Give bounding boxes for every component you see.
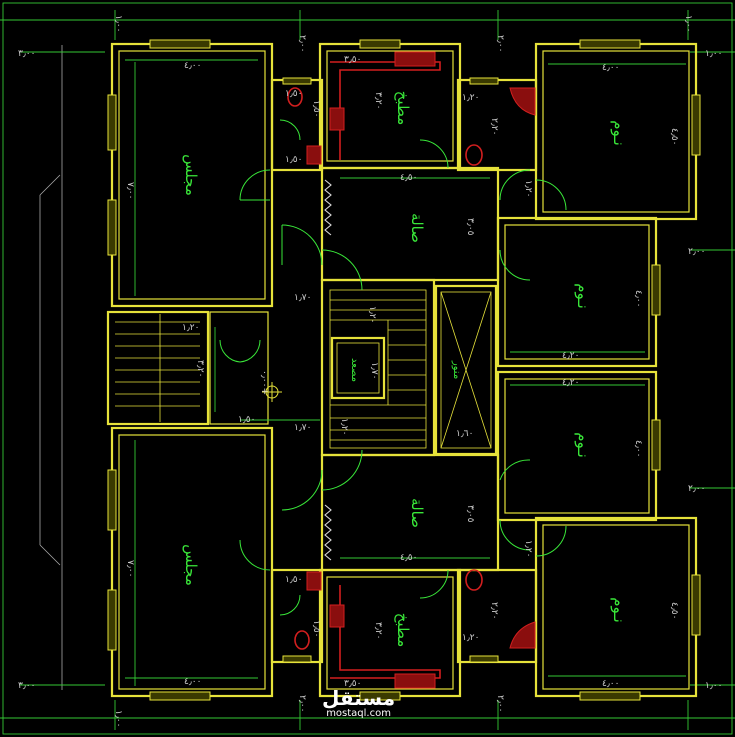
dim-label: ١٫٥٠ xyxy=(285,575,302,585)
dim-label: ١٫٧٠ xyxy=(369,362,379,379)
room-label-majlis-top: مجلس xyxy=(182,154,200,196)
dim-label: ٢٫٠٠ xyxy=(297,695,307,712)
room-label-shaft: منور xyxy=(451,360,462,379)
watermark: مستقل mostaql.com xyxy=(322,688,395,720)
dim-label: ٤٫٥٠ xyxy=(669,602,679,619)
dim-label: ٢٫٠٠ xyxy=(688,484,705,494)
dim-label: ٤٫٠٠ xyxy=(602,63,619,73)
kitchen-fixtures xyxy=(329,51,441,689)
room-label-bedroom-3: نـوم xyxy=(574,432,592,458)
dim-label: ٤٫٢٠ xyxy=(562,378,579,388)
room-label-hall-top: صالة xyxy=(408,213,426,243)
dim-label: ١٫٥٠ xyxy=(311,620,321,637)
dim-label: ٢٫٢٠ xyxy=(489,118,499,135)
dim-label: ٠٫٠٠+ xyxy=(259,370,269,395)
dim-label: ١٫٠٠ xyxy=(113,710,123,727)
dim-label: ٣٫٠٥ xyxy=(465,218,475,236)
dim-label: ١٫٥٠ xyxy=(311,100,321,117)
dim-label: ٢٫٠٠ xyxy=(495,35,505,52)
dim-label: ١٫٥٠ xyxy=(238,415,255,425)
dim-label: ٤٫٥٠ xyxy=(400,173,417,183)
dim-label: ٣٫٠٥ xyxy=(465,505,475,523)
dim-label: ٧٫٠٠ xyxy=(125,182,135,199)
dim-label: ٣٫٢٠ xyxy=(373,92,383,109)
dim-label: ٤٫٥٠ xyxy=(669,128,679,145)
walls-bottom xyxy=(110,370,698,698)
dim-label: ٤٫٠٠ xyxy=(602,679,619,689)
room-label-bedroom-2: نـوم xyxy=(574,283,592,309)
windows xyxy=(107,39,701,701)
dim-label: ١٫٢٠ xyxy=(339,418,349,435)
dim-label: ١٫٧٠ xyxy=(294,293,311,303)
stair-treads xyxy=(115,299,426,441)
dim-label: ١٫٠٠ xyxy=(113,15,123,32)
dim-label: ٢٫٢٠ xyxy=(489,602,499,619)
dim-label: ١٫٢٠ xyxy=(462,633,479,643)
dim-label: ٢٫٠٠ xyxy=(495,695,505,712)
dim-label: ١٫٦٠ xyxy=(456,429,473,439)
dim-label: ١٫٠٠ xyxy=(683,15,693,32)
dimension-labels: ٣٫٠٠ ١٫٠٠ ٢٫٠٠ ٢٫٠٠ ١٫٠٠ ١٫٠٠ ٣٫٠٠ ١٫٠٠ … xyxy=(18,15,722,727)
watermark-latin: mostaql.com xyxy=(326,708,391,719)
dim-label: ١٫٢٠ xyxy=(182,323,199,333)
dim-label: ٢٫٠٠ xyxy=(297,35,307,52)
sanitary-fixtures xyxy=(287,87,536,650)
room-label-bedroom-4: نـوم xyxy=(610,597,628,623)
dim-label: ١٫٢٠ xyxy=(523,540,533,557)
dim-label: ١٫٢٠ xyxy=(462,93,479,103)
axis-ticks xyxy=(114,10,735,730)
dim-label: ٤٫٠٠ xyxy=(184,677,201,687)
dim-label: ٣٫٠٠ xyxy=(18,681,35,691)
dim-label: ١٫٥٠ xyxy=(285,89,302,99)
room-label-elevator: مصعد xyxy=(349,358,360,382)
dim-label: ٤٫٠٠ xyxy=(184,61,201,71)
door-swings xyxy=(219,119,567,616)
room-label-kitchen-top: مطبخ xyxy=(394,91,412,126)
watermark-arabic: مستقل xyxy=(322,686,396,710)
dim-label: ٢٫٠٠ xyxy=(688,247,705,257)
dim-label: ٤٫٠٠ xyxy=(633,440,643,457)
dim-label: ١٫٢٠ xyxy=(367,306,377,323)
dim-label: ١٫٢٠ xyxy=(523,180,533,197)
zigzag-partitions xyxy=(324,179,332,561)
dim-label: ٣٫٠٠ xyxy=(18,49,35,59)
level-marker xyxy=(262,382,282,402)
room-label-hall-bottom: صالة xyxy=(408,498,426,528)
room-label-kitchen-bottom: مطبخ xyxy=(394,613,412,648)
dim-label: ١٫٠٠ xyxy=(705,681,722,691)
dim-label: ٣٫٥٠ xyxy=(344,679,361,689)
left-guides xyxy=(20,45,105,690)
dim-label: ١٫٥٠ xyxy=(285,155,302,165)
room-label-bedroom-1: نـوم xyxy=(610,120,628,146)
dim-label: ٣٫٢٠ xyxy=(373,622,383,639)
dim-label: ٣٫٢٠ xyxy=(195,360,205,377)
dim-label: ٤٫٢٠ xyxy=(562,351,579,361)
dim-label: ٣٫٥٠ xyxy=(344,55,361,65)
internal-dim-lines xyxy=(125,59,686,686)
room-label-majlis-bottom: مجلس xyxy=(182,544,200,586)
dim-label: ١٫٠٠ xyxy=(705,49,722,59)
dim-label: ٤٫٠٠ xyxy=(633,290,643,307)
dim-label: ٧٫٠٠ xyxy=(125,560,135,577)
dim-label: ٤٫٥٠ xyxy=(400,553,417,563)
dim-label: ١٫٧٠ xyxy=(294,423,311,433)
